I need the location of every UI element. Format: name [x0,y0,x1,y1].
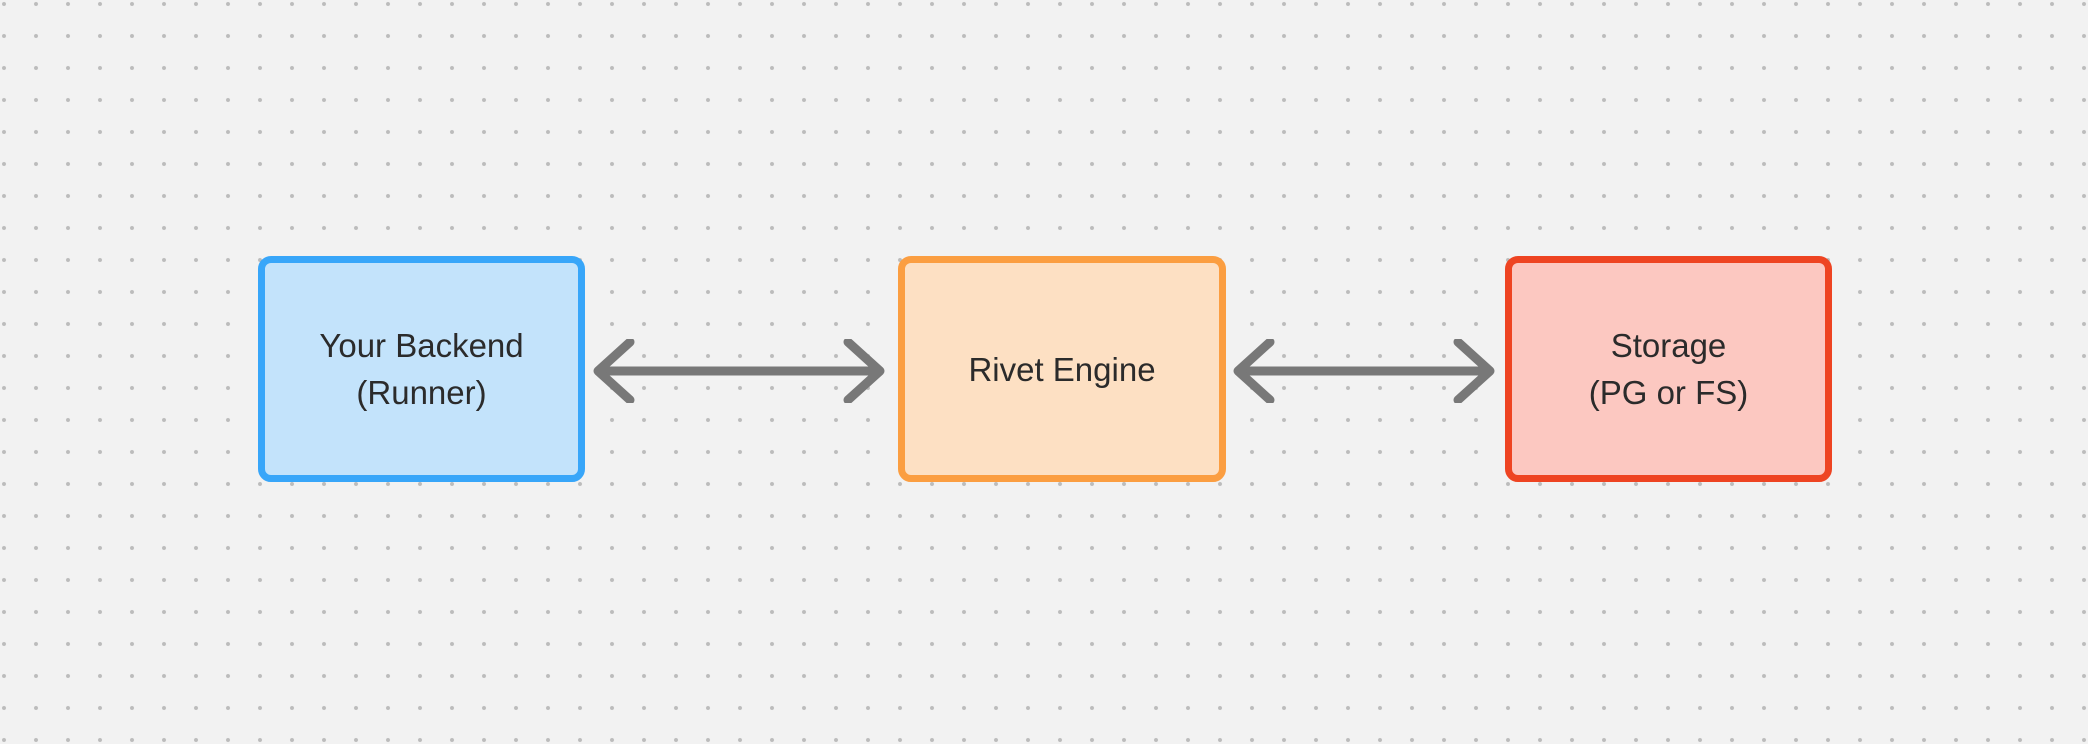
node-rivet-engine: Rivet Engine [898,256,1226,482]
node-your-backend-label-line1: Your Backend [319,327,524,364]
node-your-backend-label-line2: (Runner) [356,374,487,411]
node-storage-label-line2: (PG or FS) [1588,374,1749,411]
double-headed-arrow-backend-engine [593,339,885,403]
node-rivet-engine-label-line1: Rivet Engine [968,350,1156,388]
node-your-backend: Your Backend (Runner) [258,256,585,482]
arrow-stroke-group [593,339,885,403]
node-storage-label-line1: Storage [1610,327,1727,364]
double-headed-arrow-engine-storage [1233,339,1495,403]
node-storage: Storage (PG or FS) [1505,256,1832,482]
arrow-stroke-group [1233,339,1495,403]
